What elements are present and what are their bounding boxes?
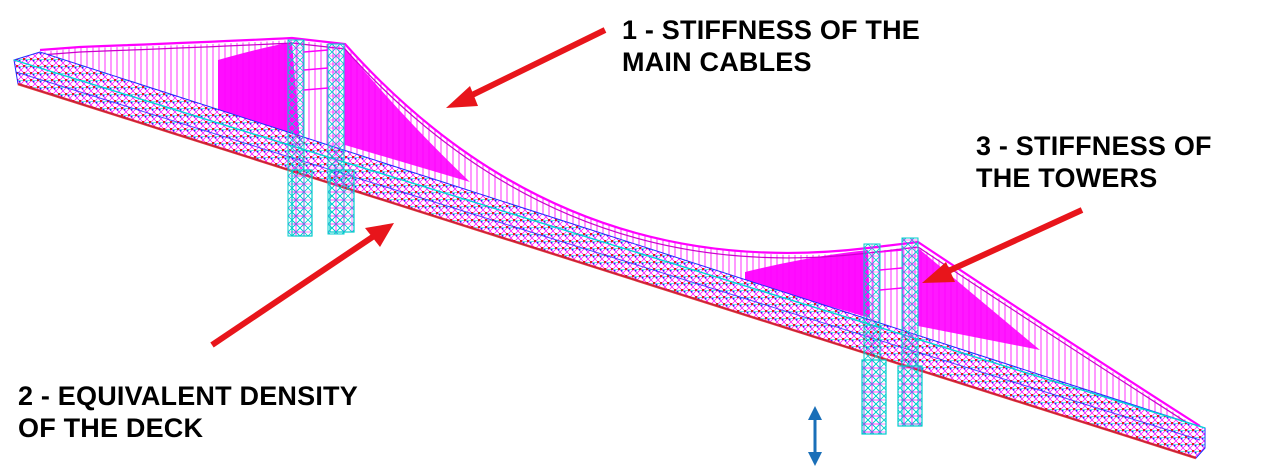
left-tower xyxy=(287,39,355,237)
arrow-to-deck xyxy=(210,223,394,348)
towers-label-line2: THE TOWERS xyxy=(976,163,1158,193)
cable-fill-right xyxy=(745,250,870,318)
deck-topline xyxy=(13,59,1206,429)
main-cable xyxy=(39,36,1201,427)
main-cables-label-line2: MAIN CABLES xyxy=(622,47,812,77)
vertical-indicator-arrow-icon xyxy=(808,406,822,466)
deck-midline xyxy=(15,71,1201,441)
arrow-to-towers xyxy=(922,207,1084,283)
main-cable-2 xyxy=(39,42,1201,432)
cable-fill-right-2 xyxy=(918,248,1040,350)
arrow-to-main-cables xyxy=(446,27,607,108)
deck-underside xyxy=(17,82,1197,460)
deck-label-line2: OF THE DECK xyxy=(18,413,204,443)
main-cables-label-line1: 1 - STIFFNESS OF THE xyxy=(622,15,921,45)
right-tower xyxy=(861,237,923,435)
towers-label: 3 - STIFFNESS OF THE TOWERS xyxy=(976,130,1212,194)
main-cables-label: 1 - STIFFNESS OF THE MAIN CABLES xyxy=(622,14,920,78)
cable-fill-left-2 xyxy=(345,48,470,182)
deck-label-line1: 2 - EQUIVALENT DENSITY xyxy=(18,381,358,411)
towers-label-line1: 3 - STIFFNESS OF xyxy=(976,131,1212,161)
deck-label: 2 - EQUIVALENT DENSITY OF THE DECK xyxy=(18,380,358,444)
